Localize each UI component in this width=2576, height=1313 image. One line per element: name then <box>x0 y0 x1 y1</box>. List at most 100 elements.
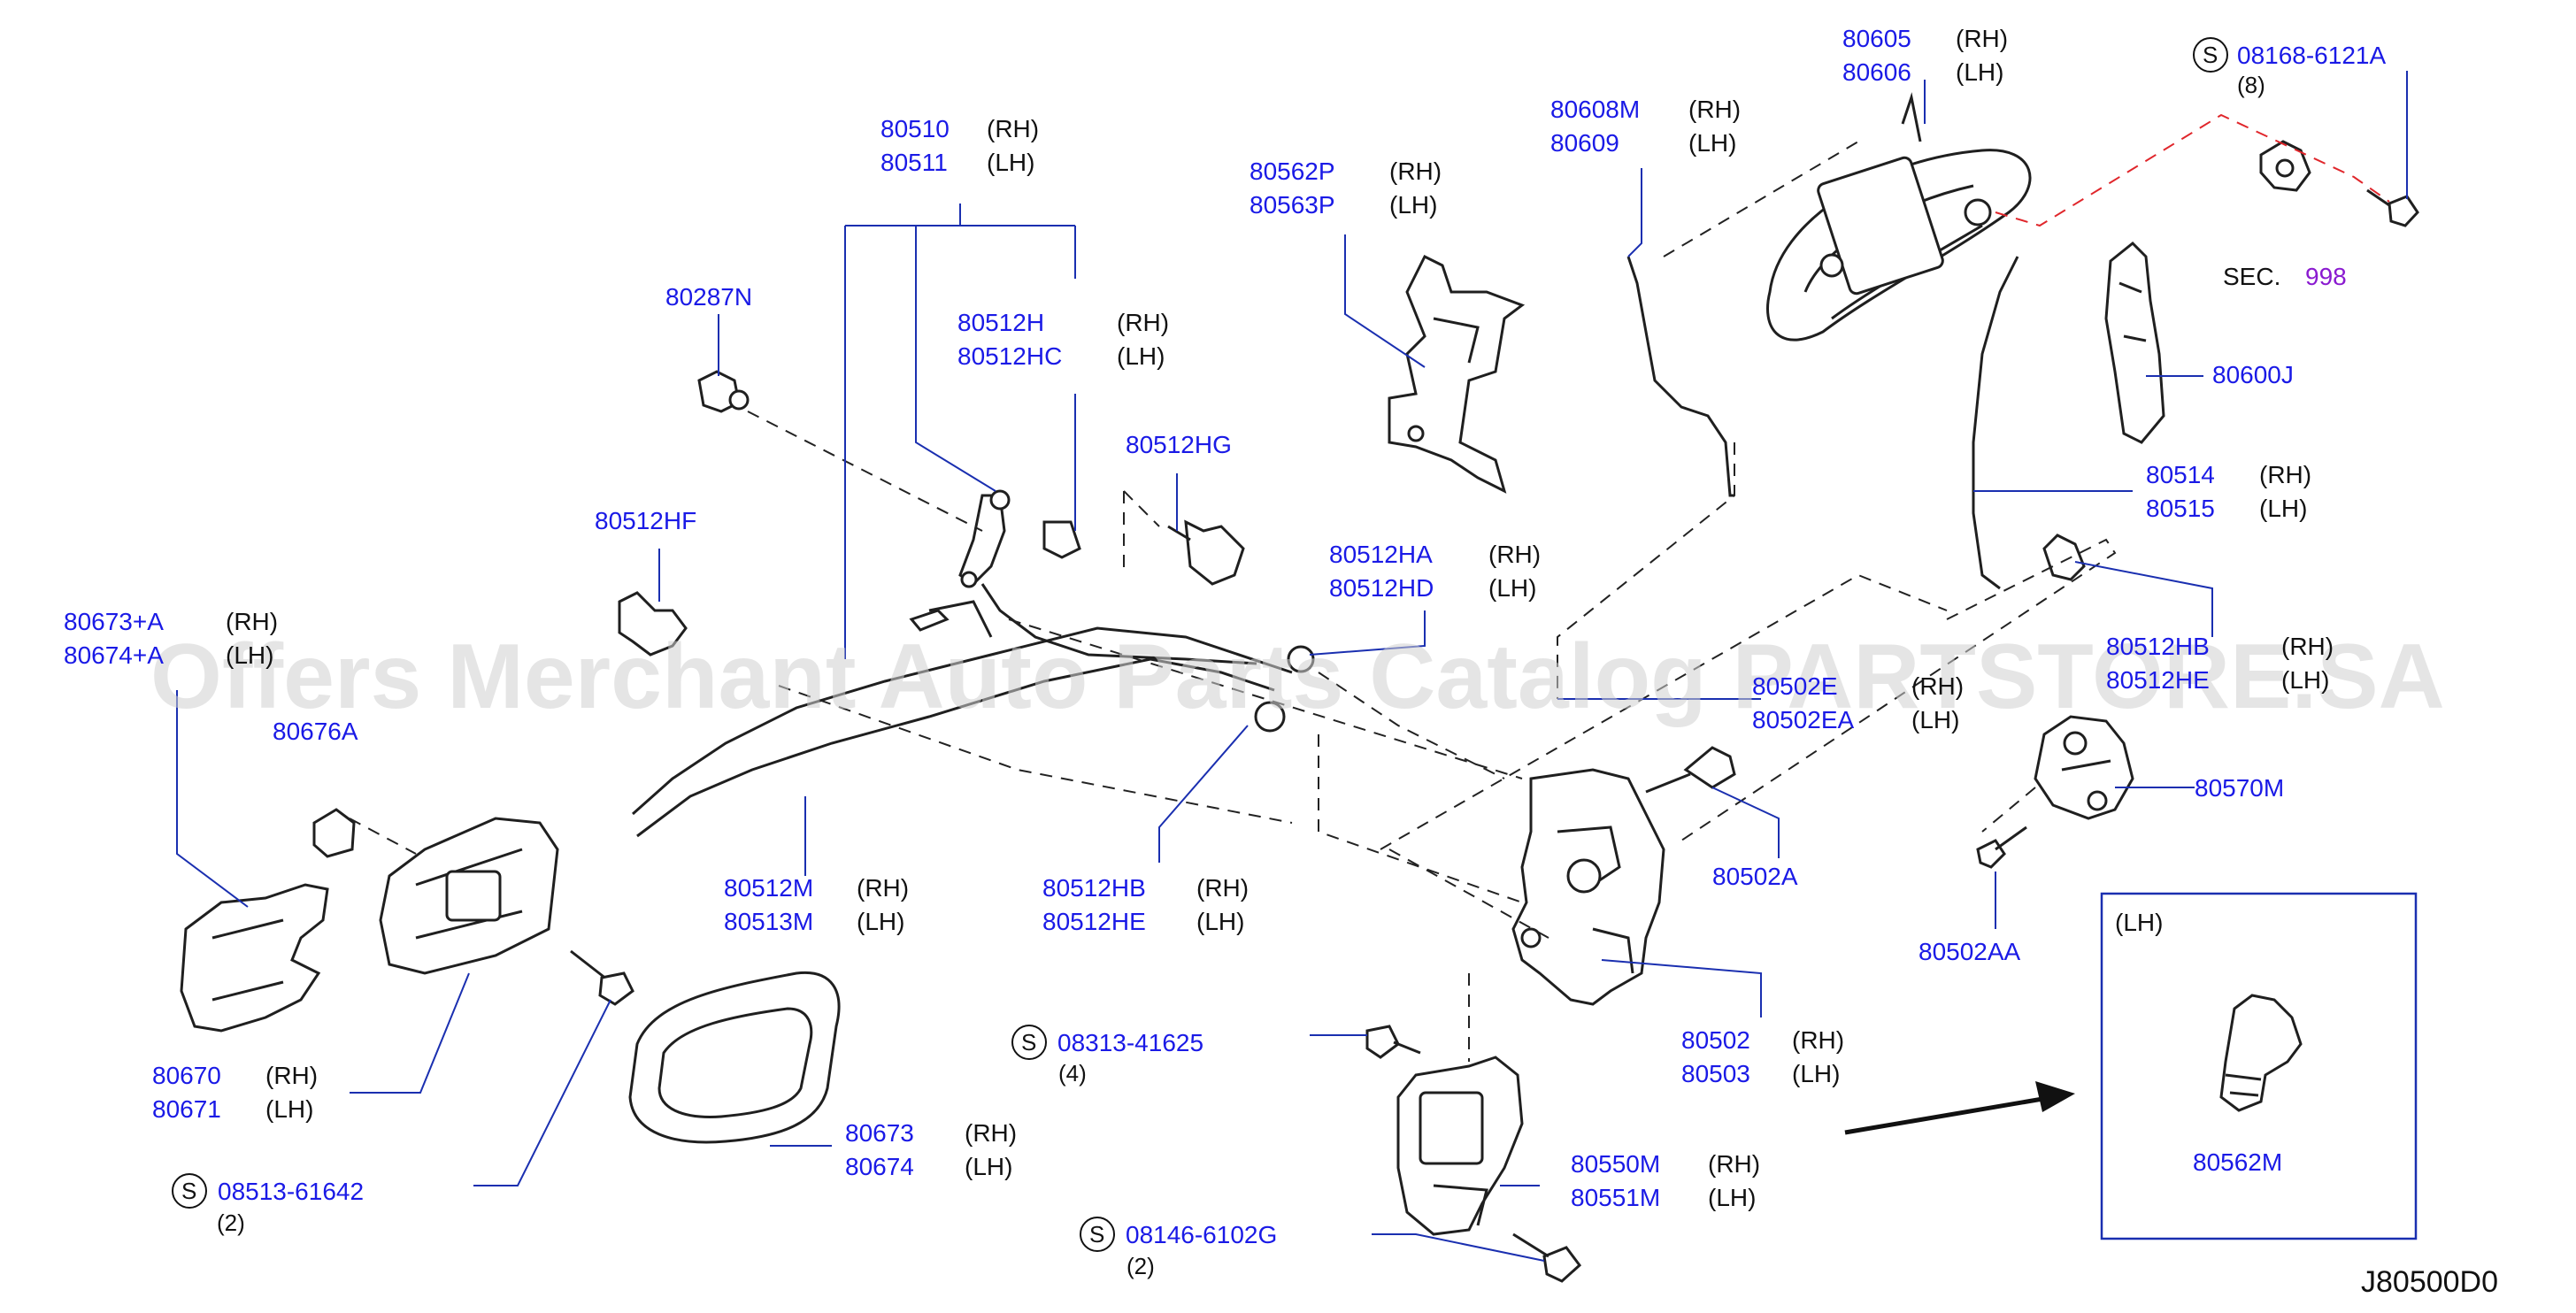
callout-side: (RH) <box>965 1119 1017 1147</box>
callout-part-number[interactable]: 80674+A <box>64 641 164 669</box>
callout-part-number[interactable]: 80511 <box>880 149 948 176</box>
grommet-80512ha-drawing <box>1287 645 1315 673</box>
inset-label: (LH) <box>2115 909 2163 936</box>
section-label: SEC. <box>2223 263 2280 290</box>
nut-sec998-drawing <box>2259 140 2419 227</box>
bolt-80502a-drawing <box>1645 746 1736 794</box>
standard-part-marker: S <box>1089 1221 1104 1248</box>
grommet-80512hb-drawing <box>1254 701 1286 733</box>
callout-part-number[interactable]: 80512M <box>724 874 813 902</box>
callout-part-number[interactable]: 08168-6121A <box>2237 42 2386 69</box>
callout-part-number[interactable]: 80551M <box>1571 1184 1660 1211</box>
callout-part-number[interactable]: 80512HD <box>1329 574 1434 602</box>
screw-08513-drawing <box>570 949 634 1006</box>
inset-part-80562m-drawing <box>2219 994 2303 1112</box>
callout-side: (LH) <box>1911 706 1959 733</box>
callout-part-number[interactable]: 80673 <box>845 1119 914 1147</box>
callout-side: (RH) <box>226 608 278 635</box>
callout-part-number[interactable]: 80673+A <box>64 608 164 635</box>
callout-part-number[interactable]: 80606 <box>1842 58 1911 86</box>
callout-part-number[interactable]: 80512HA <box>1329 541 1433 568</box>
callout-part-number[interactable]: 80512HE <box>2106 666 2210 694</box>
callout-part-number[interactable]: 80600J <box>2212 361 2294 388</box>
callout-part-number[interactable]: 80671 <box>152 1095 221 1123</box>
clip-80287n-drawing <box>697 370 750 413</box>
callout-part-number[interactable]: 80512HG <box>1126 431 1232 458</box>
screw-08146-drawing <box>1512 1232 1582 1283</box>
callout-quantity: (2) <box>1127 1253 1155 1279</box>
assembly-lines <box>349 113 2390 1062</box>
callout-part-number[interactable]: 80515 <box>2146 495 2215 522</box>
callout-side: (LH) <box>1117 342 1165 370</box>
callout-part-number[interactable]: 80502 <box>1681 1026 1750 1054</box>
door-lock-drawing <box>1511 768 1665 1006</box>
callout-part-number[interactable]: 80502EA <box>1752 706 1855 733</box>
callout-part-number[interactable]: 80512HB <box>1042 874 1146 902</box>
watermark: Offers Merchant Auto Parts Catalog PARTS… <box>150 626 2445 728</box>
callout-part-number[interactable]: 80512H <box>957 309 1044 336</box>
callout-side: (LH) <box>2281 666 2329 694</box>
callout-side: (LH) <box>1792 1060 1840 1087</box>
callout-side: (LH) <box>987 149 1034 176</box>
callout-side: (RH) <box>2281 633 2334 660</box>
remote-cables-drawing <box>632 583 1293 838</box>
inset-box <box>2100 892 2418 1240</box>
standard-part-marker: S <box>181 1178 196 1204</box>
callout-side: (RH) <box>1792 1026 1844 1054</box>
callout-part-number[interactable]: 08313-41625 <box>1057 1029 1203 1056</box>
callout-part-number[interactable]: 80676A <box>273 718 358 745</box>
callout-side: (RH) <box>1688 96 1741 123</box>
callout-quantity: (2) <box>217 1209 245 1236</box>
callout-part-number[interactable]: 80503 <box>1681 1060 1750 1087</box>
callout-part-number[interactable]: 80287N <box>665 283 752 311</box>
diagram-code: J80500D0 <box>2361 1265 2498 1299</box>
callout-side: (LH) <box>857 908 904 935</box>
actuator-80550m-drawing <box>1396 1056 1524 1236</box>
callout-part-number[interactable]: 80609 <box>1550 129 1619 157</box>
callout-side: (RH) <box>1911 672 1964 700</box>
callout-part-number[interactable]: 80513M <box>724 908 813 935</box>
striker-80570m-drawing <box>2034 715 2134 820</box>
callout-part-number[interactable]: 80510 <box>880 115 950 142</box>
inside-handle-drawing <box>379 817 559 975</box>
callout-part-number[interactable]: 80670 <box>152 1062 221 1089</box>
callout-side: (LH) <box>1708 1184 1756 1211</box>
callout-part-number[interactable]: 80550M <box>1571 1150 1660 1178</box>
clip-80512hg-drawing <box>1167 519 1245 586</box>
arrow-to-inset <box>1844 1081 2075 1135</box>
callout-part-number[interactable]: 80514 <box>2146 461 2215 488</box>
callout-part-number[interactable]: 80608M <box>1550 96 1640 123</box>
callout-part-number[interactable]: 08513-61642 <box>218 1178 364 1205</box>
callout-side: (RH) <box>265 1062 318 1089</box>
standard-part-circle <box>1011 1025 1047 1060</box>
rod-80608m-drawing <box>1626 256 1734 497</box>
callout-part-number[interactable]: 80674 <box>845 1153 914 1180</box>
leader-lines <box>176 71 2408 1262</box>
callout-part-number[interactable]: 80512HF <box>595 507 696 534</box>
callout-part-number[interactable]: 80570M <box>2195 774 2284 802</box>
standard-part-circle <box>172 1173 207 1209</box>
rod-clip-drawing <box>2042 534 2086 581</box>
callout-part-number[interactable]: 80502E <box>1752 672 1838 700</box>
callout-side: (RH) <box>1196 874 1249 902</box>
callout-part-number[interactable]: 80502AA <box>1919 938 2021 965</box>
callout-side: (LH) <box>1389 191 1437 219</box>
callout-part-number[interactable]: 80512HC <box>957 342 1062 370</box>
standard-part-circle <box>2193 37 2228 73</box>
callout-side: (RH) <box>1488 541 1541 568</box>
callout-part-number[interactable]: 80563P <box>1250 191 1335 219</box>
screw-08313-drawing <box>1365 1025 1421 1059</box>
outside-handle-drawing <box>1766 92 2032 342</box>
lever-80512h-drawing <box>958 489 1081 588</box>
standard-part-circle <box>1080 1217 1115 1252</box>
callout-part-number[interactable]: 80512HB <box>2106 633 2210 660</box>
callout-part-number[interactable]: 80605 <box>1842 25 1911 52</box>
callout-part-number[interactable]: 80512HE <box>1042 908 1146 935</box>
standard-part-marker: S <box>1021 1029 1036 1056</box>
callout-part-number[interactable]: 08146-6102G <box>1126 1221 1277 1248</box>
callout-part-number[interactable]: 80562P <box>1250 157 1335 185</box>
callout-part-number[interactable]: 80562M <box>2193 1148 2282 1176</box>
section-number[interactable]: 998 <box>2305 263 2347 290</box>
callout-part-number[interactable]: 80502A <box>1712 863 1798 890</box>
